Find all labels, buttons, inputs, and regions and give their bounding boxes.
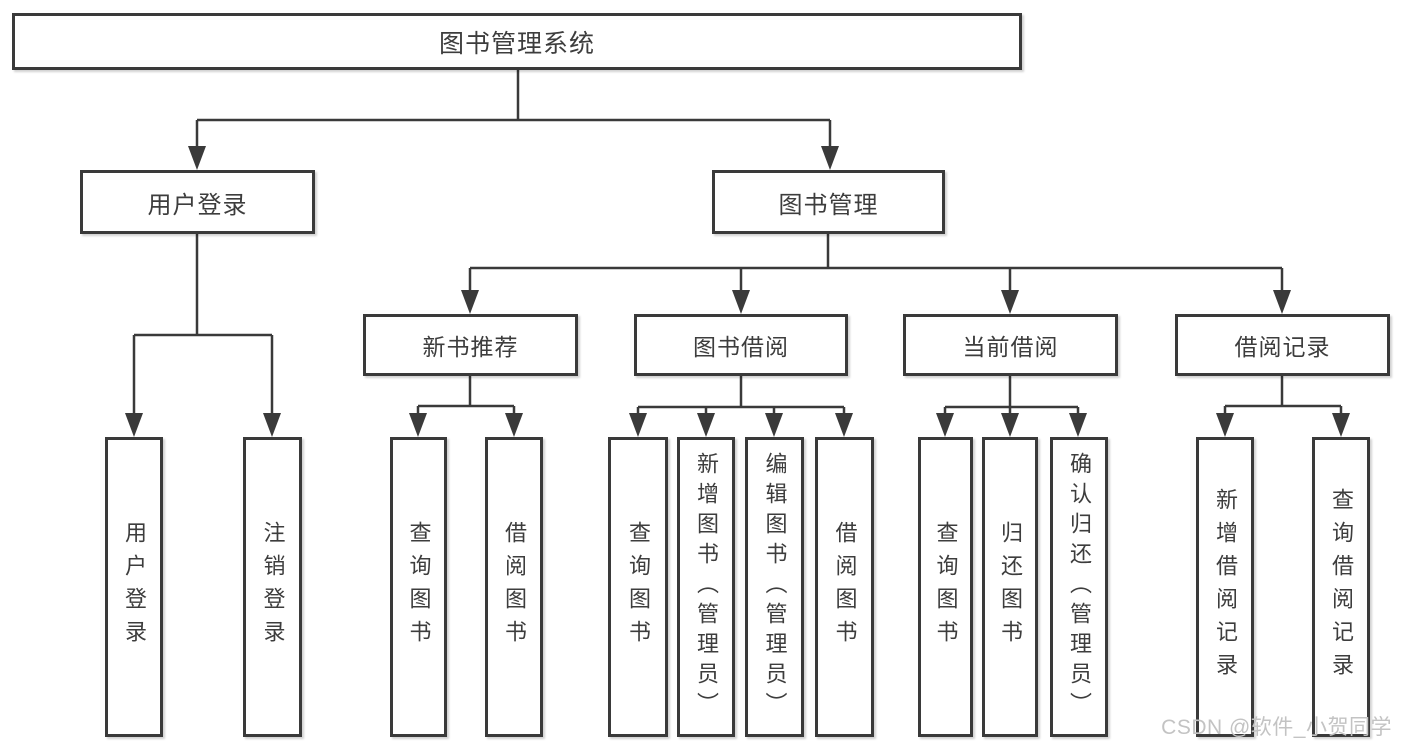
leaf-add-books-admin: 新增图书（管理员） — [677, 437, 735, 737]
node-label: 查询图书 — [626, 521, 651, 653]
leaf-query-books-recommend: 查询图书 — [390, 437, 447, 737]
node-label: 借阅记录 — [1234, 334, 1331, 360]
node-module-borrow-records: 借阅记录 — [1175, 314, 1390, 376]
node-label: 归还图书 — [998, 521, 1023, 653]
leaf-query-books-borrow: 查询图书 — [608, 437, 668, 737]
node-label: 新书推荐 — [422, 334, 519, 360]
leaf-user-login: 用户登录 — [105, 437, 163, 737]
leaf-logout-login: 注销登录 — [243, 437, 302, 737]
node-label: 注销登录 — [260, 521, 286, 653]
leaf-return-books: 归还图书 — [982, 437, 1038, 737]
node-label: 图书管理系统 — [438, 29, 595, 58]
node-label: 确认归还（管理员） — [1067, 452, 1092, 722]
leaf-edit-books-admin: 编辑图书（管理员） — [745, 437, 804, 737]
node-module-current-borrow: 当前借阅 — [903, 314, 1118, 376]
leaf-query-borrow-record: 查询借阅记录 — [1312, 437, 1370, 737]
leaf-add-borrow-record: 新增借阅记录 — [1196, 437, 1254, 737]
node-root: 图书管理系统 — [12, 13, 1022, 70]
node-label: 当前借阅 — [962, 334, 1059, 360]
leaf-borrow-books-recommend: 借阅图书 — [485, 437, 543, 737]
node-label: 图书借阅 — [693, 334, 789, 360]
node-label: 新增借阅记录 — [1213, 488, 1238, 686]
node-label: 图书管理 — [778, 191, 879, 219]
node-module-new-books: 新书推荐 — [363, 314, 578, 376]
node-label: 用户登录 — [122, 521, 147, 653]
connector-book-mgmt-to-modules — [461, 234, 1291, 314]
node-label: 编辑图书（管理员） — [762, 452, 788, 722]
leaf-borrow-books: 借阅图书 — [815, 437, 874, 737]
node-label: 查询图书 — [406, 521, 432, 653]
node-book-mgmt-branch: 图书管理 — [712, 170, 945, 234]
connector-book-borrow-to-leaves — [629, 376, 853, 437]
node-module-book-borrow: 图书借阅 — [634, 314, 848, 376]
node-label: 查询借阅记录 — [1329, 488, 1354, 686]
node-label: 查询图书 — [933, 521, 959, 653]
node-label: 新增图书（管理员） — [694, 452, 719, 722]
connector-user-login-to-leaves — [125, 234, 281, 437]
node-label: 借阅图书 — [832, 521, 858, 653]
leaf-query-books-current: 查询图书 — [918, 437, 973, 737]
watermark: CSDN @软件_小贺同学 — [1161, 716, 1392, 739]
connector-borrow-records-to-leaves — [1216, 376, 1350, 437]
connector-root-to-level2 — [188, 70, 839, 170]
leaf-confirm-return-admin: 确认归还（管理员） — [1050, 437, 1108, 737]
connector-new-books-to-leaves — [409, 376, 523, 437]
connector-current-borrow-to-leaves — [936, 376, 1087, 437]
node-label: 借阅图书 — [502, 521, 527, 653]
node-label: 用户登录 — [147, 191, 248, 219]
node-user-login-branch: 用户登录 — [80, 170, 315, 234]
